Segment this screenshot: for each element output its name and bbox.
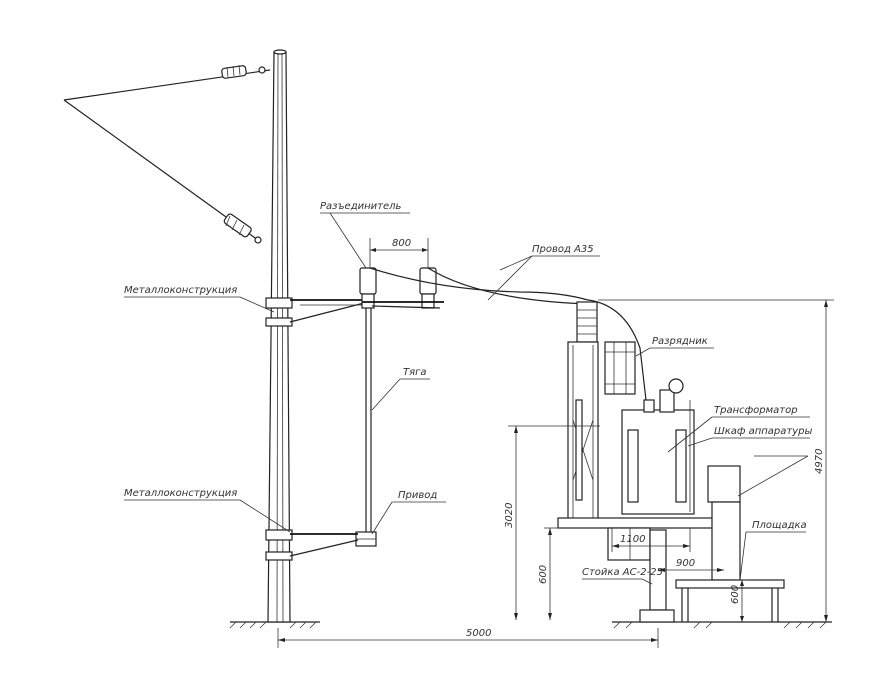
lower-metal-structure bbox=[265, 529, 359, 561]
surge-arrester bbox=[604, 341, 636, 395]
transformer-tank bbox=[621, 378, 695, 515]
label-disconnector: Разъединитель bbox=[320, 201, 402, 212]
label-wire: Провод А35 bbox=[532, 244, 594, 255]
label-metal-upper: Металлоконструкция bbox=[124, 285, 237, 296]
equipment-cabinet bbox=[707, 465, 741, 581]
label-drive: Привод bbox=[398, 490, 437, 501]
guy-wire bbox=[63, 64, 271, 244]
ground-left bbox=[229, 621, 320, 629]
service-platform bbox=[675, 579, 785, 622]
leader-lines bbox=[124, 212, 810, 585]
transformer-platform bbox=[557, 517, 719, 623]
dim-1100: 1100 bbox=[620, 534, 645, 545]
label-surge-arrester: Разрядник bbox=[652, 336, 708, 347]
dim-5000: 5000 bbox=[466, 628, 491, 639]
rod-and-drive bbox=[355, 308, 377, 547]
transformer-frame bbox=[567, 341, 599, 521]
disconnector bbox=[359, 267, 444, 309]
upper-metal-structure bbox=[265, 297, 370, 327]
label-cabinet: Шкаф аппаратуры bbox=[714, 426, 812, 437]
label-platform: Площадка bbox=[752, 520, 807, 531]
dimension-lines bbox=[277, 238, 834, 648]
lower-insulator-icon bbox=[223, 213, 262, 244]
label-transformer: Трансформатор bbox=[714, 405, 798, 416]
transformer-bushing bbox=[576, 301, 598, 343]
ground-right bbox=[612, 621, 832, 629]
dim-600-left: 600 bbox=[538, 565, 549, 584]
dim-900: 900 bbox=[676, 558, 695, 569]
upper-insulator-icon bbox=[221, 64, 266, 79]
dim-4970: 4970 bbox=[814, 449, 825, 474]
dim-3020: 3020 bbox=[504, 503, 515, 528]
label-rod: Тяга bbox=[403, 367, 427, 378]
dim-600-right: 600 bbox=[730, 585, 741, 604]
label-stand: Стойка АС-2-25 bbox=[582, 567, 663, 578]
label-metal-lower: Металлоконструкция bbox=[124, 488, 237, 499]
pole bbox=[267, 49, 291, 623]
dim-800: 800 bbox=[392, 238, 411, 249]
